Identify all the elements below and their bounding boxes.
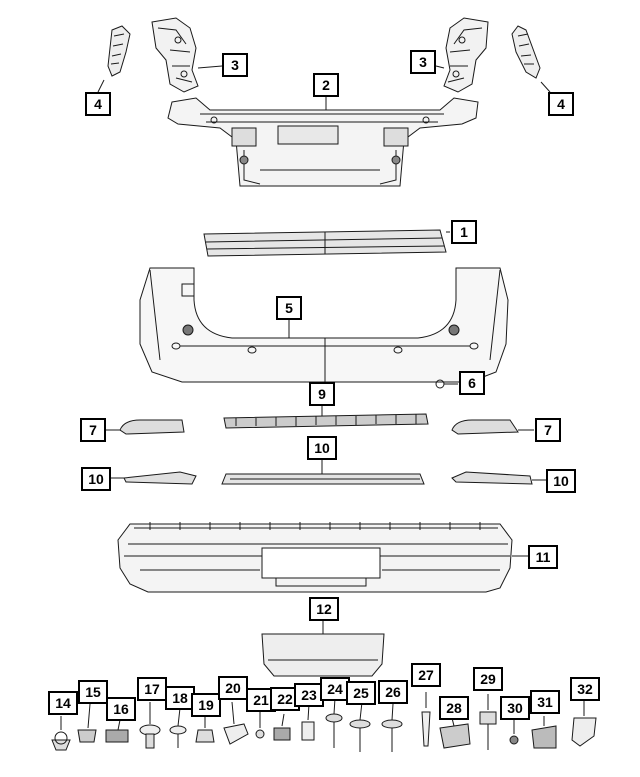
callout-20[interactable]: 20	[218, 676, 248, 700]
part-2-reinforcement-beam[interactable]	[167, 96, 479, 187]
callout-32[interactable]: 32	[570, 677, 600, 701]
part-24-bolt[interactable]	[325, 697, 343, 748]
callout-25[interactable]: 25	[346, 681, 376, 705]
callout-2[interactable]: 2	[313, 73, 339, 97]
callout-19[interactable]: 19	[191, 693, 221, 717]
callout-4-right[interactable]: 4	[548, 92, 574, 116]
callout-11[interactable]: 11	[528, 545, 558, 569]
callout-12[interactable]: 12	[309, 597, 339, 621]
callout-24[interactable]: 24	[320, 677, 350, 701]
callout-15[interactable]: 15	[78, 680, 108, 704]
part-3-right-bracket[interactable]	[435, 17, 489, 93]
callout-10-center[interactable]: 10	[307, 436, 337, 460]
callout-7-right[interactable]: 7	[535, 418, 561, 442]
part-29-bolt[interactable]	[479, 694, 497, 750]
part-20-plug[interactable]	[223, 701, 249, 745]
part-18-screw[interactable]	[169, 707, 187, 748]
part-10-left-bracket[interactable]	[110, 471, 197, 485]
callout-5[interactable]: 5	[276, 296, 302, 320]
part-22-nut[interactable]	[273, 713, 291, 741]
part-27-pin[interactable]	[421, 692, 431, 747]
callout-3-left[interactable]: 3	[222, 53, 248, 77]
callout-6[interactable]: 6	[459, 371, 485, 395]
callout-30[interactable]: 30	[500, 696, 530, 720]
part-10-center-bracket[interactable]	[221, 460, 425, 485]
callout-10-left[interactable]: 10	[81, 467, 111, 491]
callout-29[interactable]: 29	[473, 667, 503, 691]
part-14-clip[interactable]	[51, 716, 71, 751]
part-26-bolt[interactable]	[381, 703, 403, 752]
part-9-support-bracket[interactable]	[223, 404, 429, 429]
callout-7-left[interactable]: 7	[80, 418, 106, 442]
part-25-bolt[interactable]	[349, 701, 371, 752]
part-5-upper-fascia[interactable]	[139, 267, 509, 383]
part-3-left-bracket[interactable]	[151, 17, 223, 93]
part-4-left-strip[interactable]	[97, 25, 131, 93]
part-30-washer[interactable]	[509, 720, 519, 745]
part-28-clip[interactable]	[439, 717, 471, 749]
part-15-clip[interactable]	[77, 703, 97, 743]
part-12-tow-cover[interactable]	[261, 620, 385, 677]
callout-1[interactable]: 1	[451, 220, 477, 244]
part-4-right-strip[interactable]	[511, 25, 551, 93]
callout-17[interactable]: 17	[137, 677, 167, 701]
part-17-rivet[interactable]	[139, 702, 161, 749]
part-6-grommet[interactable]	[435, 379, 458, 389]
callout-23[interactable]: 23	[294, 683, 324, 707]
part-11-lower-fascia[interactable]	[117, 522, 528, 593]
part-7-right-reflector[interactable]	[451, 419, 534, 435]
callout-28[interactable]: 28	[439, 696, 469, 720]
callout-3-right[interactable]: 3	[410, 50, 436, 74]
part-23-spacer[interactable]	[301, 703, 315, 741]
part-1-absorber-strip[interactable]	[203, 229, 450, 257]
callout-4-left[interactable]: 4	[85, 92, 111, 116]
part-7-left-reflector[interactable]	[106, 419, 185, 435]
callout-31[interactable]: 31	[530, 690, 560, 714]
callout-14[interactable]: 14	[48, 691, 78, 715]
part-16-nut[interactable]	[105, 719, 129, 743]
part-31-clip[interactable]	[531, 716, 557, 749]
callout-9[interactable]: 9	[309, 382, 335, 406]
callout-26[interactable]: 26	[378, 680, 408, 704]
callout-10-right[interactable]: 10	[546, 469, 576, 493]
part-19-clip[interactable]	[195, 716, 215, 743]
part-10-right-bracket[interactable]	[451, 471, 546, 485]
callout-27[interactable]: 27	[411, 663, 441, 687]
callout-18[interactable]: 18	[165, 686, 195, 710]
callout-16[interactable]: 16	[106, 697, 136, 721]
part-32-bracket[interactable]	[571, 700, 597, 747]
part-21-screw[interactable]	[255, 712, 265, 739]
